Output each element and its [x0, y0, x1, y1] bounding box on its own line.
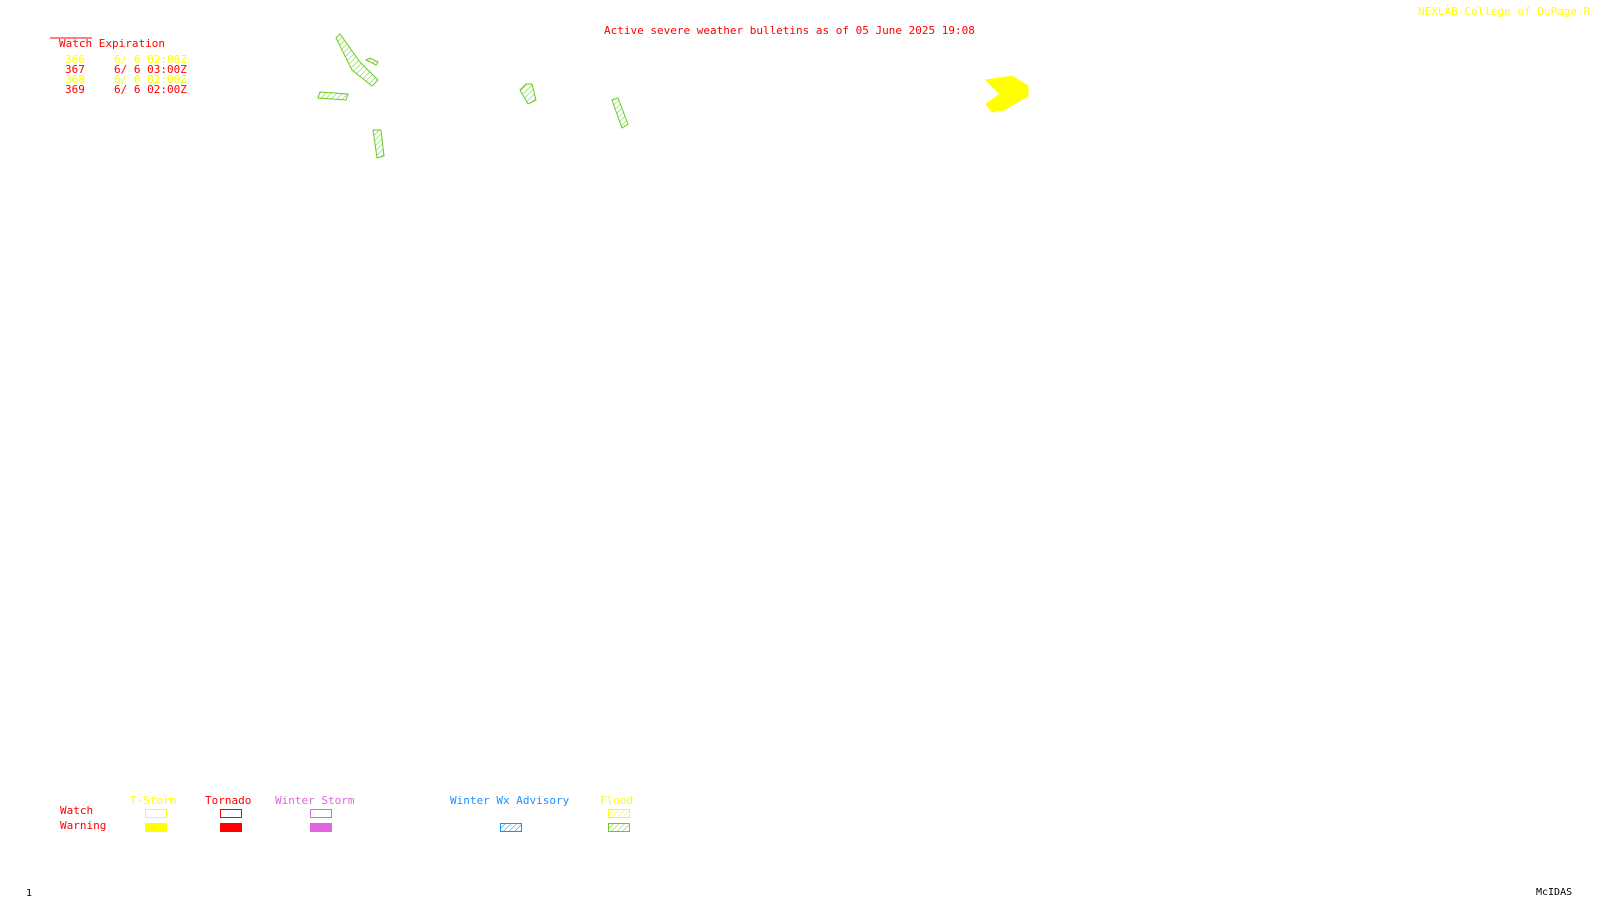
watch-table-heading: Watch Expiration — [59, 37, 165, 50]
tstorm-warning-swatch — [145, 823, 167, 832]
watch-number: 369 — [65, 83, 85, 96]
watch-expiry: 6/ 6 02:00Z — [114, 73, 187, 86]
watch-expiry: 6/ 6 02:00Z — [114, 83, 187, 96]
flood-warning-polygon — [364, 57, 379, 66]
watch-expiry: 6/ 6 03:00Z — [114, 63, 187, 76]
flood-warning-polygon — [611, 97, 629, 129]
flood-warning-polygon — [519, 83, 537, 105]
software-label: McIDAS — [1536, 887, 1573, 898]
legend-label-winter-advisory: Winter Wx Advisory — [450, 794, 570, 807]
winter-storm-watch-swatch — [310, 809, 332, 818]
watch-number: 366 — [65, 53, 85, 66]
source-credit: NEXLAB-College of DuPage R — [1418, 5, 1591, 18]
tornado-watch-swatch — [220, 809, 242, 818]
tornado-warning-swatch — [220, 823, 242, 832]
watch-number: 368 — [65, 73, 85, 86]
flood-warning-polygon — [372, 129, 385, 159]
flood-warning-swatch — [608, 823, 630, 832]
flood-warning-polygon — [335, 33, 379, 87]
watch-number: 367 — [65, 63, 85, 76]
winter-storm-warning-swatch — [310, 823, 332, 832]
legend-row-watch: Watch — [60, 804, 94, 817]
legend-label-winter-storm: Winter Storm — [275, 794, 355, 807]
flood-warning-polygon — [317, 91, 349, 101]
frame-number: 1 — [26, 888, 33, 899]
winter-advisory-swatch — [500, 823, 522, 832]
flood-watch-swatch — [608, 809, 630, 818]
bulletin-title: Active severe weather bulletins as of 05… — [604, 24, 975, 37]
tstorm-warning-polygon — [984, 75, 1029, 113]
legend-row-warning: Warning — [60, 819, 107, 832]
legend-label-tstorm: T-Storm — [130, 794, 177, 807]
tstorm-watch-swatch — [145, 809, 167, 818]
legend-label-tornado: Tornado — [205, 794, 252, 807]
watch-expiry: 6/ 6 02:00Z — [114, 53, 187, 66]
legend-label-flood: Flood — [600, 794, 634, 807]
